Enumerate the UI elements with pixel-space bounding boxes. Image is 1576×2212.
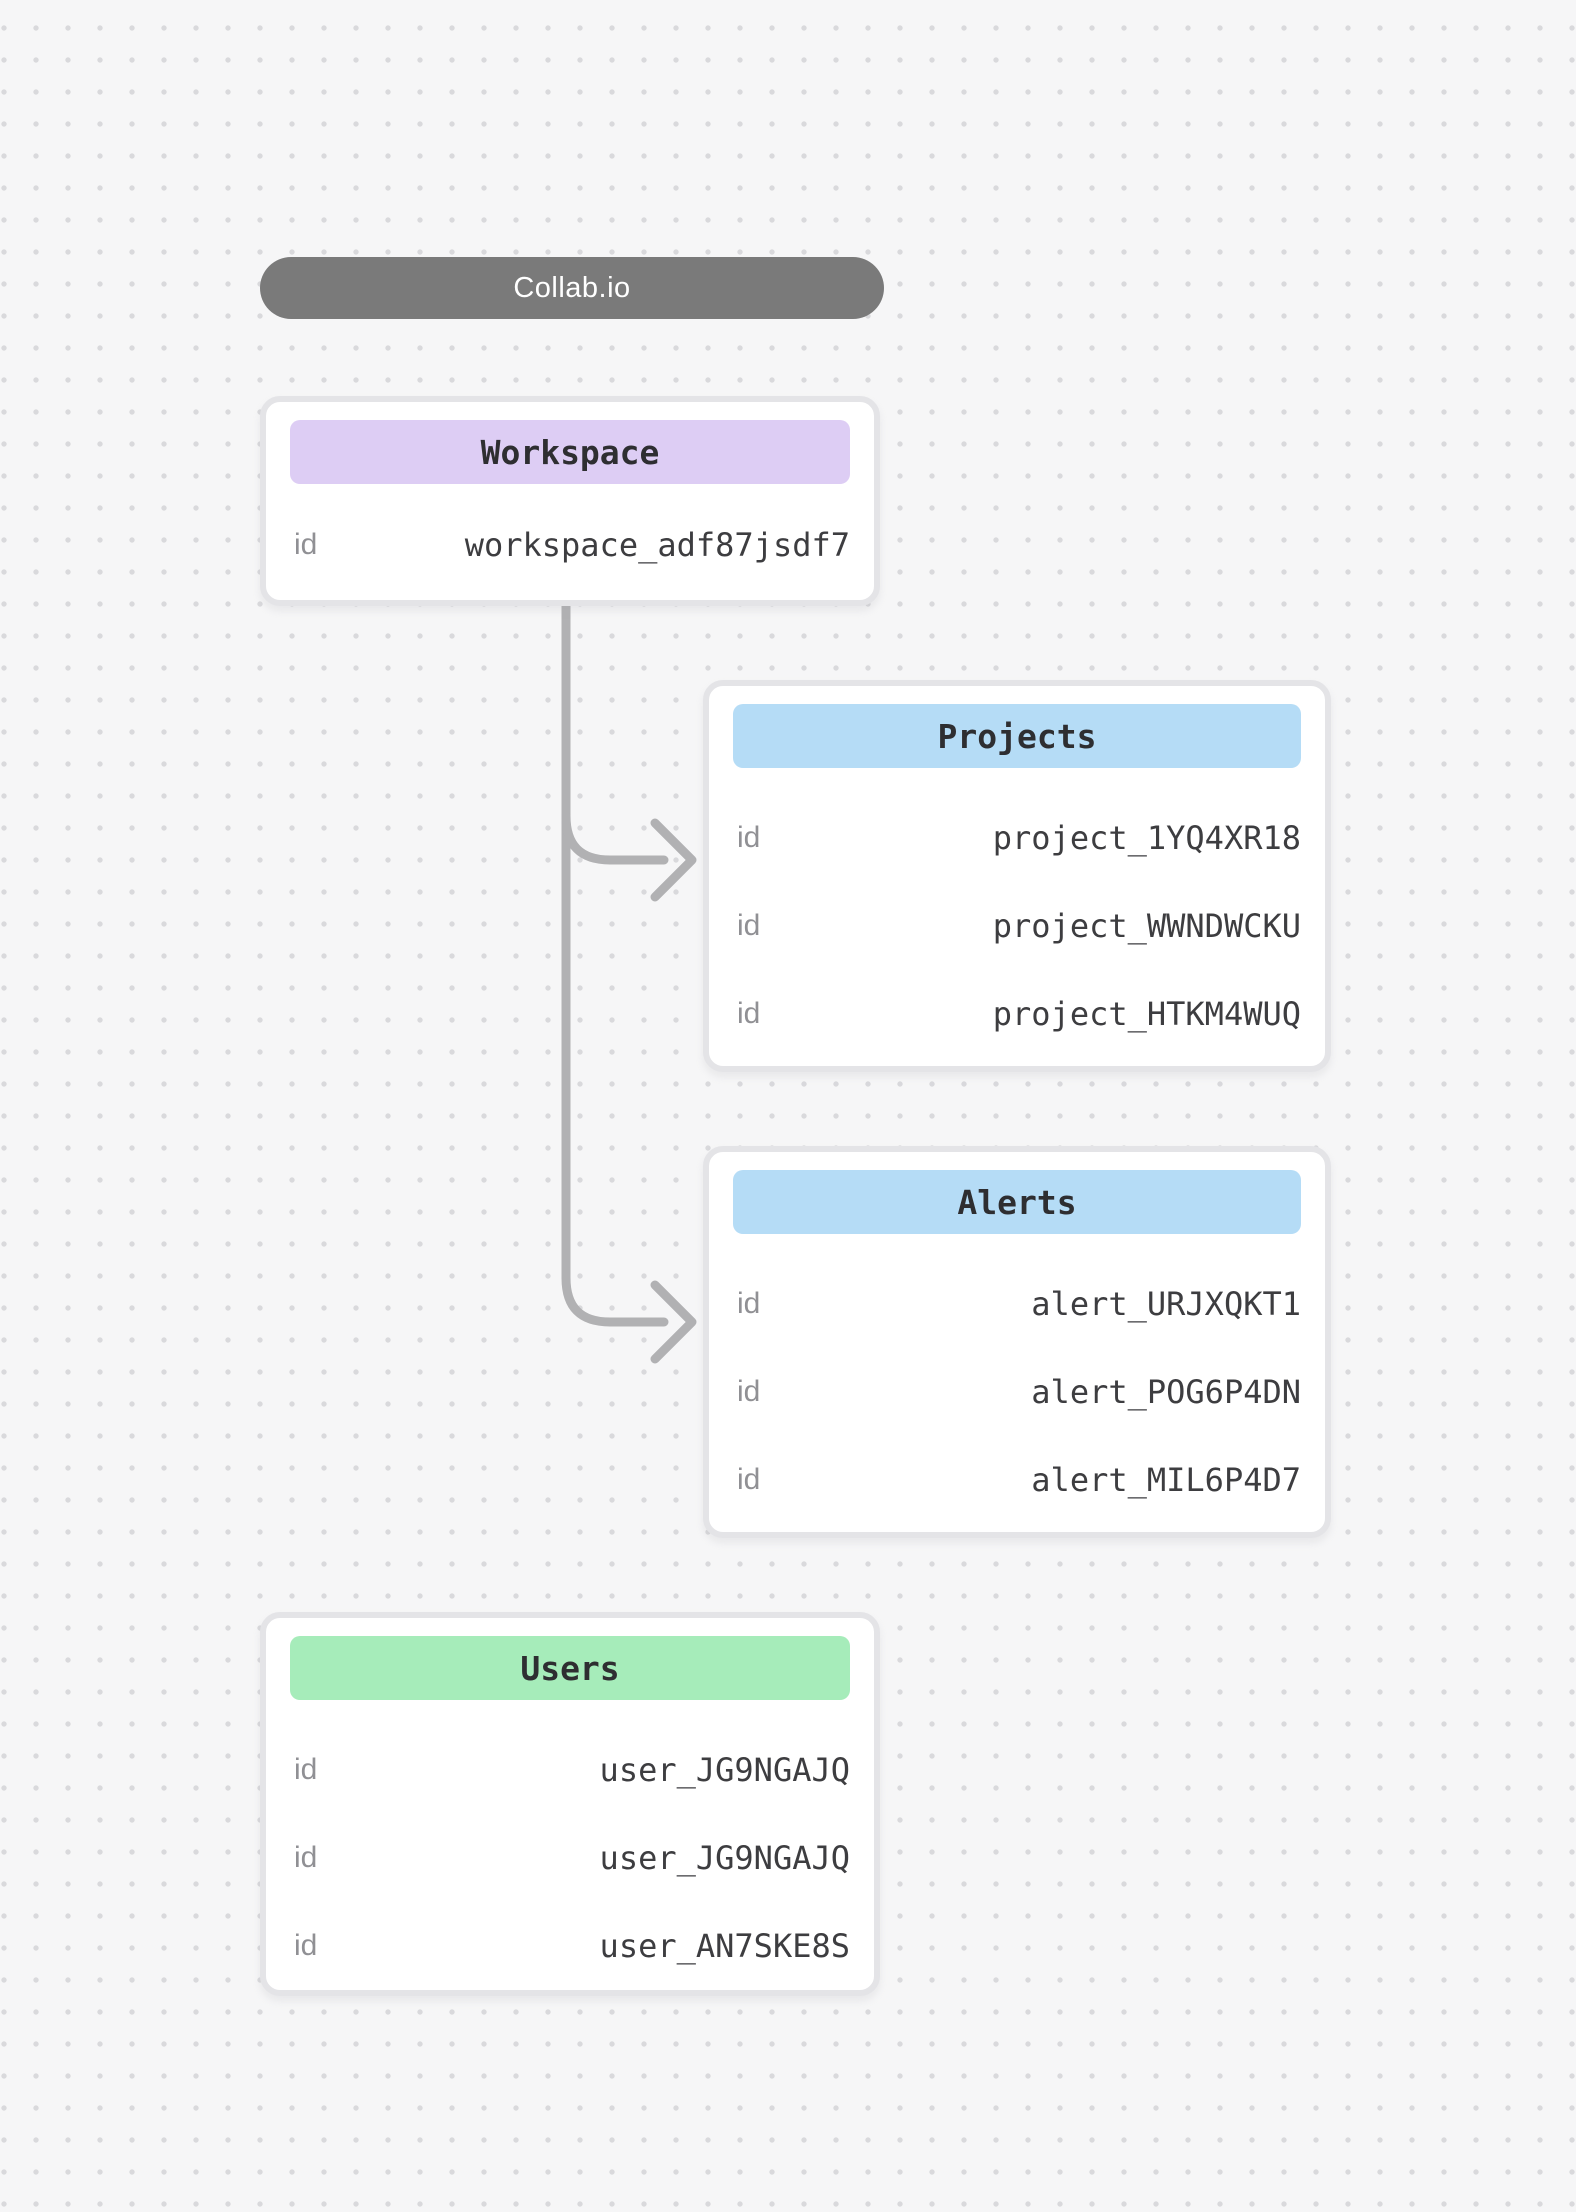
field-row: id user_AN7SKE8S	[266, 1902, 874, 1990]
field-row: id alert_URJXQKT1	[709, 1260, 1325, 1348]
edge-workspace-to-projects-arrowhead-icon	[650, 818, 697, 902]
field-value: workspace_adf87jsdf7	[464, 526, 850, 564]
field-label: id	[737, 1287, 761, 1320]
node-workspace: Workspace id workspace_adf87jsdf7	[260, 396, 880, 606]
node-users-header: Users	[290, 1636, 850, 1700]
field-label: id	[294, 1841, 318, 1874]
field-label: id	[737, 909, 761, 942]
node-title: Users	[520, 1648, 620, 1688]
node-projects: Projects id project_1YQ4XR18 id project_…	[703, 680, 1331, 1072]
node-title: Projects	[937, 716, 1097, 756]
field-label: id	[737, 997, 761, 1030]
field-value: alert_POG6P4DN	[1031, 1373, 1301, 1411]
edge-workspace-to-alerts-arrowhead-icon	[650, 1280, 697, 1364]
field-value: user_AN7SKE8S	[599, 1927, 850, 1965]
node-title: Workspace	[480, 432, 660, 472]
field-row: id project_WWNDWCKU	[709, 882, 1325, 970]
field-value: alert_URJXQKT1	[1031, 1285, 1301, 1323]
field-row: id user_JG9NGAJQ	[266, 1814, 874, 1902]
field-row: id workspace_adf87jsdf7	[266, 504, 874, 586]
field-label: id	[737, 1463, 761, 1496]
field-value: user_JG9NGAJQ	[599, 1751, 850, 1789]
diagram-title-pill: Collab.io	[260, 257, 884, 319]
node-workspace-header: Workspace	[290, 420, 850, 484]
node-title: Alerts	[957, 1182, 1077, 1222]
node-users: Users id user_JG9NGAJQ id user_JG9NGAJQ …	[260, 1612, 880, 1996]
node-alerts: Alerts id alert_URJXQKT1 id alert_POG6P4…	[703, 1146, 1331, 1538]
field-label: id	[294, 1929, 318, 1962]
field-row: id user_JG9NGAJQ	[266, 1726, 874, 1814]
field-label: id	[294, 528, 318, 561]
field-value: user_JG9NGAJQ	[599, 1839, 850, 1877]
field-label: id	[737, 821, 761, 854]
field-row: id alert_POG6P4DN	[709, 1348, 1325, 1436]
edge-workspace-to-projects-line	[561, 811, 669, 865]
field-value: project_1YQ4XR18	[992, 819, 1301, 857]
field-row: id project_1YQ4XR18	[709, 794, 1325, 882]
app-title: Collab.io	[513, 271, 631, 304]
field-row: id project_HTKM4WUQ	[709, 970, 1325, 1058]
node-alerts-header: Alerts	[733, 1170, 1301, 1234]
field-row: id alert_MIL6P4D7	[709, 1436, 1325, 1524]
field-value: project_HTKM4WUQ	[992, 995, 1301, 1033]
field-value: project_WWNDWCKU	[992, 907, 1301, 945]
node-projects-header: Projects	[733, 704, 1301, 768]
field-label: id	[294, 1753, 318, 1786]
field-value: alert_MIL6P4D7	[1031, 1461, 1301, 1499]
field-label: id	[737, 1375, 761, 1408]
edge-workspace-to-alerts-line	[561, 601, 669, 1327]
